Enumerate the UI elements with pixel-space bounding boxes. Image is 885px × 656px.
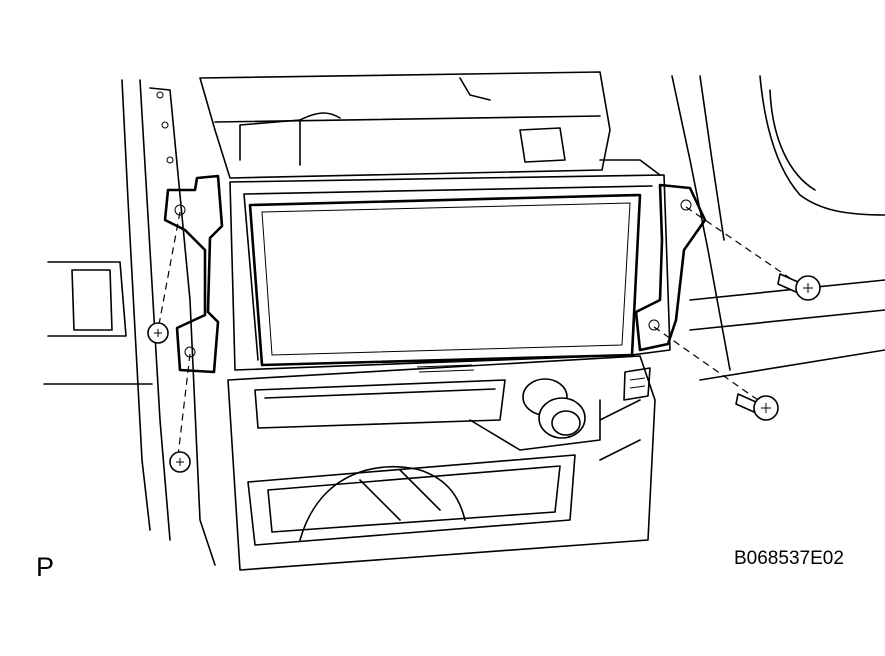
fastener-paths (157, 206, 801, 457)
view-letter-label: P (36, 552, 55, 582)
radio-bracket (163, 174, 707, 374)
left-dashboard-panel (43, 79, 216, 566)
radio-receiver-unit (199, 71, 661, 179)
screw-upper-left (147, 322, 169, 344)
right-dashboard-panel (671, 75, 885, 381)
control-knob (522, 378, 586, 439)
screw-lower-left (169, 451, 191, 473)
side-switch (623, 367, 651, 401)
screw-lower-right (735, 393, 779, 421)
figure-code-label: B068537E02 (734, 548, 844, 569)
center-console-bezel (227, 355, 656, 571)
screw-upper-right (777, 273, 821, 301)
